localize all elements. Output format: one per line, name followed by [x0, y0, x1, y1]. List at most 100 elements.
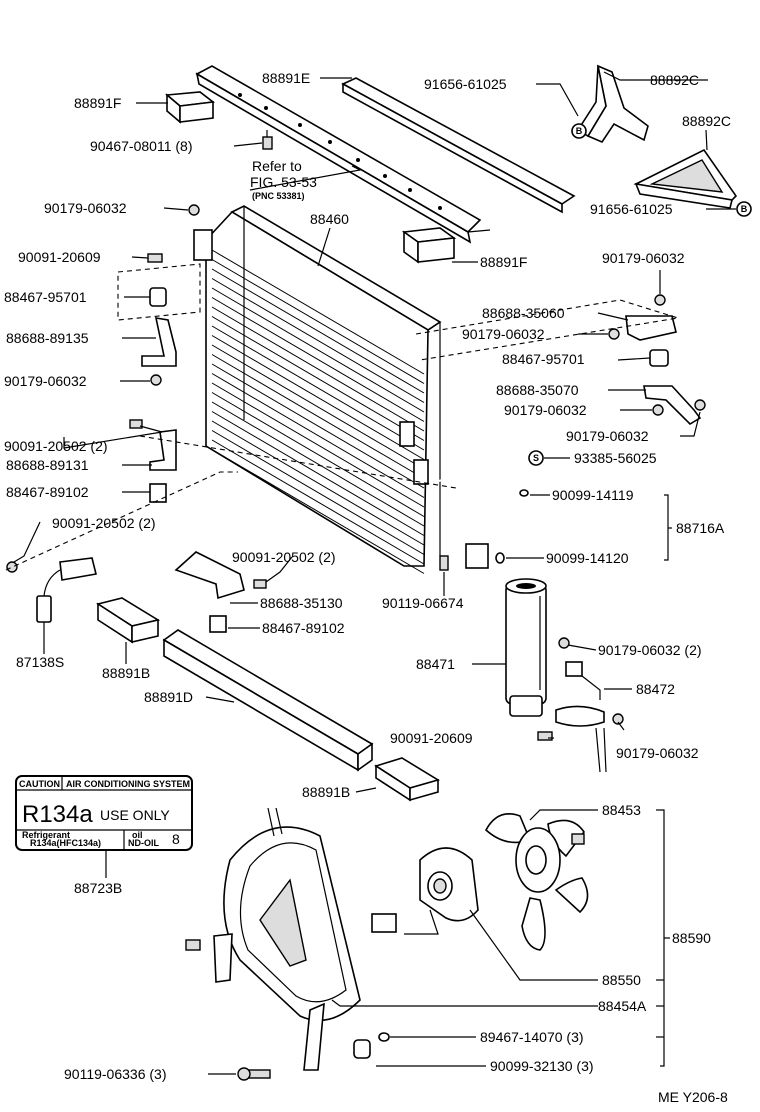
condenser-fin — [211, 401, 425, 527]
label-88454A: 88454A — [598, 998, 647, 1014]
bracket-88472 — [555, 661, 607, 773]
nut-90179-h — [612, 713, 624, 725]
pad-88891D — [162, 629, 374, 772]
label-91656-61025-top: 91656-61025 — [424, 76, 507, 92]
bolt-left-shroud — [185, 939, 201, 951]
svg-text:8: 8 — [172, 831, 180, 847]
label-90467-08011: 90467-08011 (8) — [90, 138, 192, 154]
support-bar-88891E-rear — [341, 77, 576, 214]
nut-90179-g — [558, 637, 570, 649]
label-90099-14119: 90099-14119 — [552, 487, 634, 503]
bracket-88688-35060 — [625, 315, 677, 341]
label-88891B-a: 88891B — [102, 665, 150, 681]
label-88891B-b: 88891B — [302, 784, 350, 800]
condenser-fin — [211, 439, 425, 565]
label-88688-89131: 88688-89131 — [6, 457, 89, 473]
label-90119-06674: 90119-06674 — [382, 595, 464, 611]
refer-fig-note: FIG. 53-53 — [250, 174, 317, 190]
oring-90099-14119 — [519, 489, 529, 497]
label-88688-35130: 88688-35130 — [260, 595, 343, 611]
svg-text:USE ONLY: USE ONLY — [100, 807, 170, 823]
condenser-fin — [211, 382, 425, 508]
cushion-88467-89102-b — [209, 615, 227, 633]
label-90179-06032-h: 90179-06032 — [616, 745, 699, 761]
label-89467-14070: 89467-14070 (3) — [480, 1029, 584, 1045]
nut-90179-c — [654, 294, 666, 306]
label-90099-32130: 90099-32130 (3) — [490, 1058, 594, 1074]
svg-text:oil: oil — [132, 830, 143, 840]
condenser-fin — [211, 392, 425, 517]
label-87138S: 87138S — [16, 654, 64, 670]
marker-s: S — [528, 450, 544, 466]
pipe-87138S — [36, 557, 97, 623]
fan-shroud-88454A — [213, 807, 361, 1071]
svg-text:S: S — [533, 453, 539, 463]
screw-fan-hub — [571, 833, 585, 845]
label-90091-20502-a: 90091-20502 (2) — [4, 438, 108, 454]
receiver-88471 — [505, 578, 547, 717]
label-90179-06032-f: 90179-06032 — [566, 428, 649, 444]
tube-88716A — [429, 470, 502, 569]
condenser-fin — [211, 249, 425, 375]
bolt-90091-20502-b — [6, 561, 18, 573]
condenser-fin — [211, 306, 425, 432]
label-90091-20609-b: 90091-20609 — [390, 730, 473, 746]
label-88467-95701-b: 88467-95701 — [502, 351, 585, 367]
caution-label-88723B: CAUTION AIR CONDITIONING SYSTEM R134a US… — [15, 775, 193, 851]
cushion-88467-95701-b — [649, 349, 669, 367]
nut-90179-e — [652, 404, 664, 416]
label-88892C-top: 88892C — [650, 72, 699, 88]
condenser-fin — [211, 430, 425, 555]
bracket-88688-89131 — [149, 429, 177, 471]
label-88460: 88460 — [310, 211, 349, 227]
condenser-fin — [211, 335, 425, 460]
svg-text:R134a(HFC134a): R134a(HFC134a) — [30, 838, 101, 848]
label-88716A: 88716A — [676, 520, 725, 536]
nut-90179-a — [188, 204, 200, 216]
leader-lines — [13, 71, 736, 1075]
support-bar-88891E — [195, 65, 491, 244]
label-90091-20609-a: 90091-20609 — [18, 249, 101, 265]
label-88688-89135: 88688-89135 — [6, 330, 89, 346]
label-88688-35060: 88688-35060 — [482, 305, 565, 321]
condenser-fin — [211, 363, 425, 489]
screw-90467 — [262, 130, 273, 150]
bracket-88892C-triangle — [633, 148, 738, 209]
label-90091-20502-b: 90091-20502 (2) — [52, 515, 156, 531]
label-90179-06032-b: 90179-06032 — [602, 250, 685, 266]
label-90179-06032-g: 90179-06032 (2) — [598, 642, 702, 658]
condenser-fin — [211, 411, 425, 536]
fan-88453 — [484, 813, 589, 951]
label-90179-06032-c: 90179-06032 — [462, 326, 545, 342]
nut-90179-b — [150, 374, 162, 386]
condenser-fin — [211, 354, 425, 479]
condenser-fin — [211, 278, 425, 403]
marker-b-top: B — [571, 123, 587, 139]
pad-88891F-top — [165, 91, 216, 124]
label-91656-61025-mid: 91656-61025 — [590, 201, 673, 217]
label-88891E: 88891E — [262, 70, 310, 86]
svg-text:ND-OIL: ND-OIL — [128, 838, 159, 848]
label-88723B: 88723B — [74, 880, 122, 896]
label-88688-35070: 88688-35070 — [496, 382, 579, 398]
svg-text:Refrigerant: Refrigerant — [22, 830, 70, 840]
condenser-fin — [211, 297, 425, 422]
nut-90179-d — [608, 328, 620, 340]
pad-88891F-mid — [401, 227, 457, 264]
condenser-fin — [211, 316, 425, 441]
svg-text:CAUTION: CAUTION — [19, 779, 60, 789]
nut-90179-f — [694, 399, 706, 411]
label-88467-89102-b: 88467-89102 — [262, 620, 345, 636]
label-88891D: 88891D — [144, 689, 193, 705]
label-90179-06032-d: 90179-06032 — [4, 373, 87, 389]
refer-to-note: Refer to — [252, 158, 302, 174]
condenser-fin — [211, 373, 425, 498]
condenser-fin — [211, 259, 425, 384]
pad-88891B-b — [374, 757, 440, 802]
refer-pnc-note: (PNC 53381) — [252, 191, 305, 201]
condenser-88460 — [193, 205, 442, 574]
svg-text:AIR CONDITIONING SYSTEM: AIR CONDITIONING SYSTEM — [66, 779, 190, 789]
label-90091-20502-c: 90091-20502 (2) — [232, 549, 336, 565]
label-88453: 88453 — [602, 802, 641, 818]
